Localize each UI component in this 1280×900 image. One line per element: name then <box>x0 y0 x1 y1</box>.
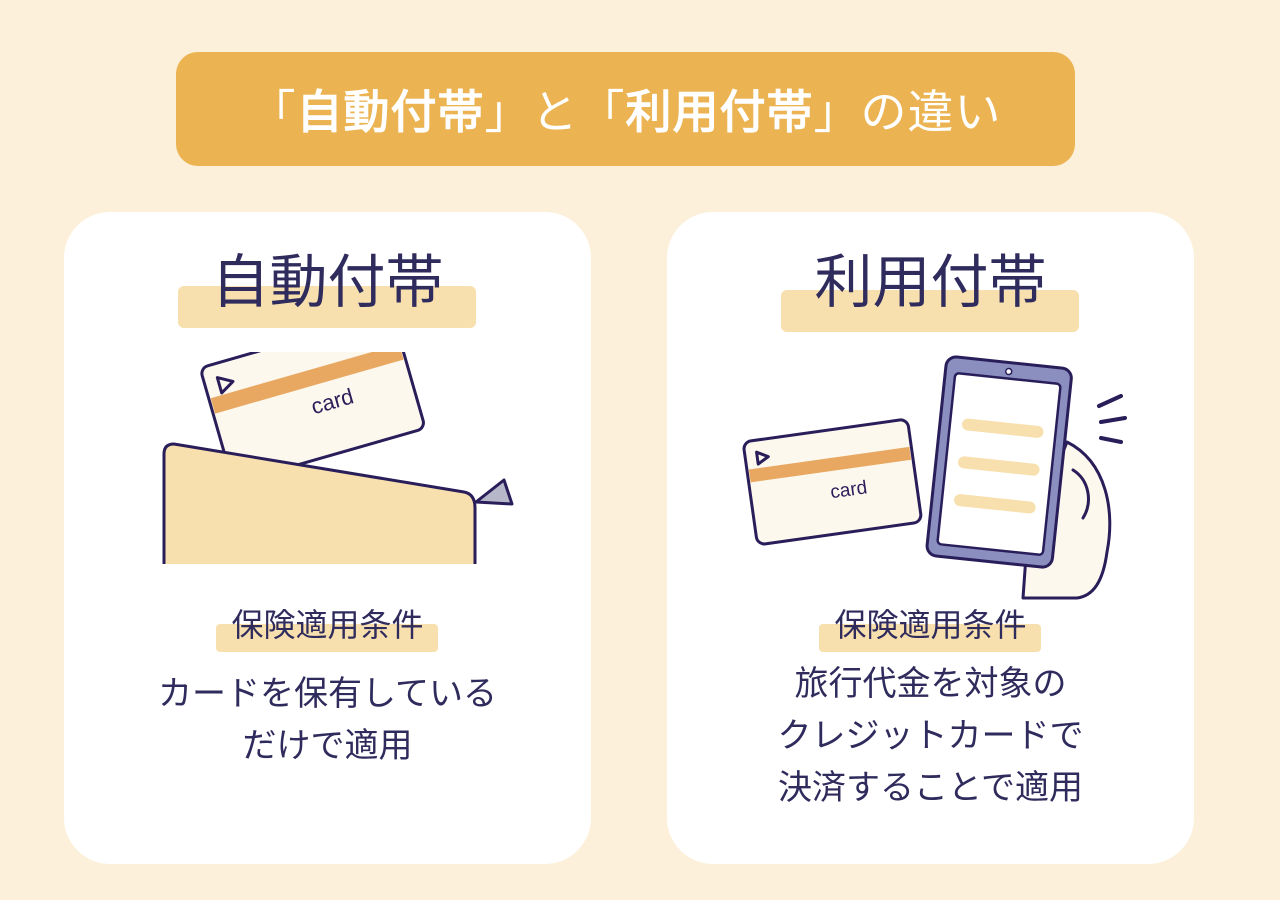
description-line: だけで適用 <box>242 726 413 766</box>
card-phone-illustration: card <box>742 355 1127 600</box>
condition-label: 保険適用条件 <box>231 606 424 644</box>
description-line: 決済することで適用 <box>778 768 1083 808</box>
header-conjunction: と <box>531 85 579 139</box>
credit-card-icon: card <box>742 418 923 546</box>
header-keyword-usage: 利用付帯 <box>625 85 814 139</box>
card-text: card <box>829 477 869 503</box>
description-line: カードを保有している <box>158 674 497 714</box>
condition-description: 旅行代金を対象の クレジットカードで 決済することで適用 <box>667 658 1194 814</box>
header-bracket-open-1: 「 <box>249 85 297 139</box>
header-banner: 「自動付帯」と「利用付帯」の違い <box>176 52 1075 166</box>
header-bracket-close-2: 」 <box>813 85 861 139</box>
header-suffix: の違い <box>860 85 1002 139</box>
condition-description: カードを保有している だけで適用 <box>64 668 591 772</box>
wallet-card-illustration: card <box>162 352 514 564</box>
description-line: クレジットカードで <box>777 716 1084 756</box>
condition-highlight <box>216 624 438 652</box>
panel-title: 自動付帯 <box>211 248 444 316</box>
condition-label: 保険適用条件 <box>834 606 1027 644</box>
title-highlight <box>178 286 476 328</box>
panel-auto-attached: 自動付帯 card 保険適用条件 カードを保有している だけで適用 <box>64 212 591 864</box>
header-bracket-open-2: 「 <box>578 85 626 139</box>
header-bracket-close-1: 」 <box>484 85 532 139</box>
description-line: 旅行代金を対象の <box>794 664 1067 704</box>
vibration-icon <box>1097 394 1127 444</box>
header-keyword-auto: 自動付帯 <box>296 85 485 139</box>
panel-usage-attached: 利用付帯 card 保険適用条件 旅行代金を対象 <box>667 212 1194 864</box>
wallet-icon <box>162 442 514 564</box>
smartphone-icon <box>925 355 1073 569</box>
condition-highlight <box>819 624 1041 652</box>
panel-title: 利用付帯 <box>814 248 1047 316</box>
title-highlight <box>781 290 1079 332</box>
credit-card-icon: card <box>200 352 425 483</box>
